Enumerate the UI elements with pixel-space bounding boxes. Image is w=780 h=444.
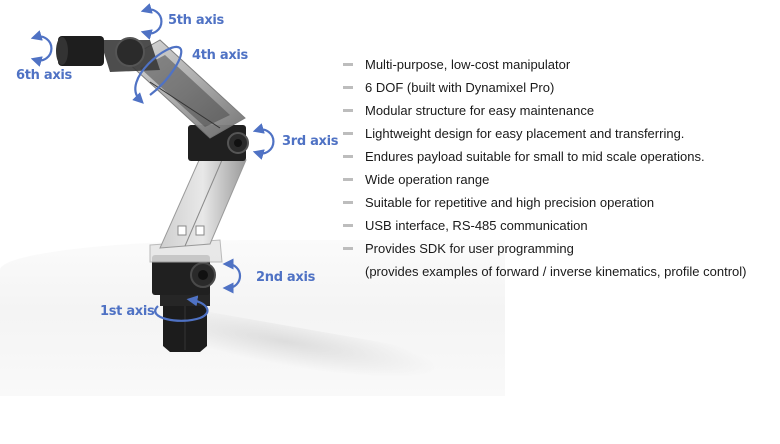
axis-3-label: 3rd axis	[282, 134, 339, 149]
dash-bullet-icon	[343, 109, 353, 112]
dash-bullet-icon	[343, 201, 353, 204]
dash-bullet-icon	[343, 63, 353, 66]
lower-link	[159, 157, 247, 249]
wrist-servos	[56, 36, 160, 72]
feature-item: Suitable for repetitive and high precisi…	[343, 194, 746, 217]
dash-bullet-icon	[343, 132, 353, 135]
axis-6-label: 6th axis	[16, 68, 72, 83]
axis-2-label: 2nd axis	[256, 270, 316, 285]
feature-item: Multi-purpose, low-cost manipulator	[343, 56, 746, 79]
feature-list: Multi-purpose, low-cost manipulator 6 DO…	[343, 56, 746, 286]
feature-item: Wide operation range	[343, 171, 746, 194]
feature-item: Lightweight design for easy placement an…	[343, 125, 746, 148]
dash-bullet-icon	[343, 224, 353, 227]
feature-item: Provides SDK for user programming	[343, 240, 746, 263]
axis-4-label: 4th axis	[192, 48, 248, 63]
elbow-servo	[188, 125, 249, 161]
dash-bullet-icon	[343, 86, 353, 89]
axis-1-label: 1st axis	[100, 304, 155, 319]
axis-5-label: 5th axis	[168, 13, 224, 28]
feature-item: Modular structure for easy maintenance	[343, 102, 746, 125]
feature-sub-note: (provides examples of forward / inverse …	[365, 264, 747, 279]
dash-bullet-icon	[343, 155, 353, 158]
feature-item: 6 DOF (built with Dynamixel Pro)	[343, 79, 746, 102]
feature-item: Endures payload suitable for small to mi…	[343, 148, 746, 171]
dash-bullet-icon	[343, 247, 353, 250]
floor-backdrop	[0, 240, 505, 396]
dash-bullet-icon	[343, 178, 353, 181]
feature-item: USB interface, RS-485 communication	[343, 217, 746, 240]
robot-arm-illustration	[30, 3, 275, 352]
rotation-arrows	[30, 3, 275, 322]
shoulder-servo	[149, 239, 223, 295]
